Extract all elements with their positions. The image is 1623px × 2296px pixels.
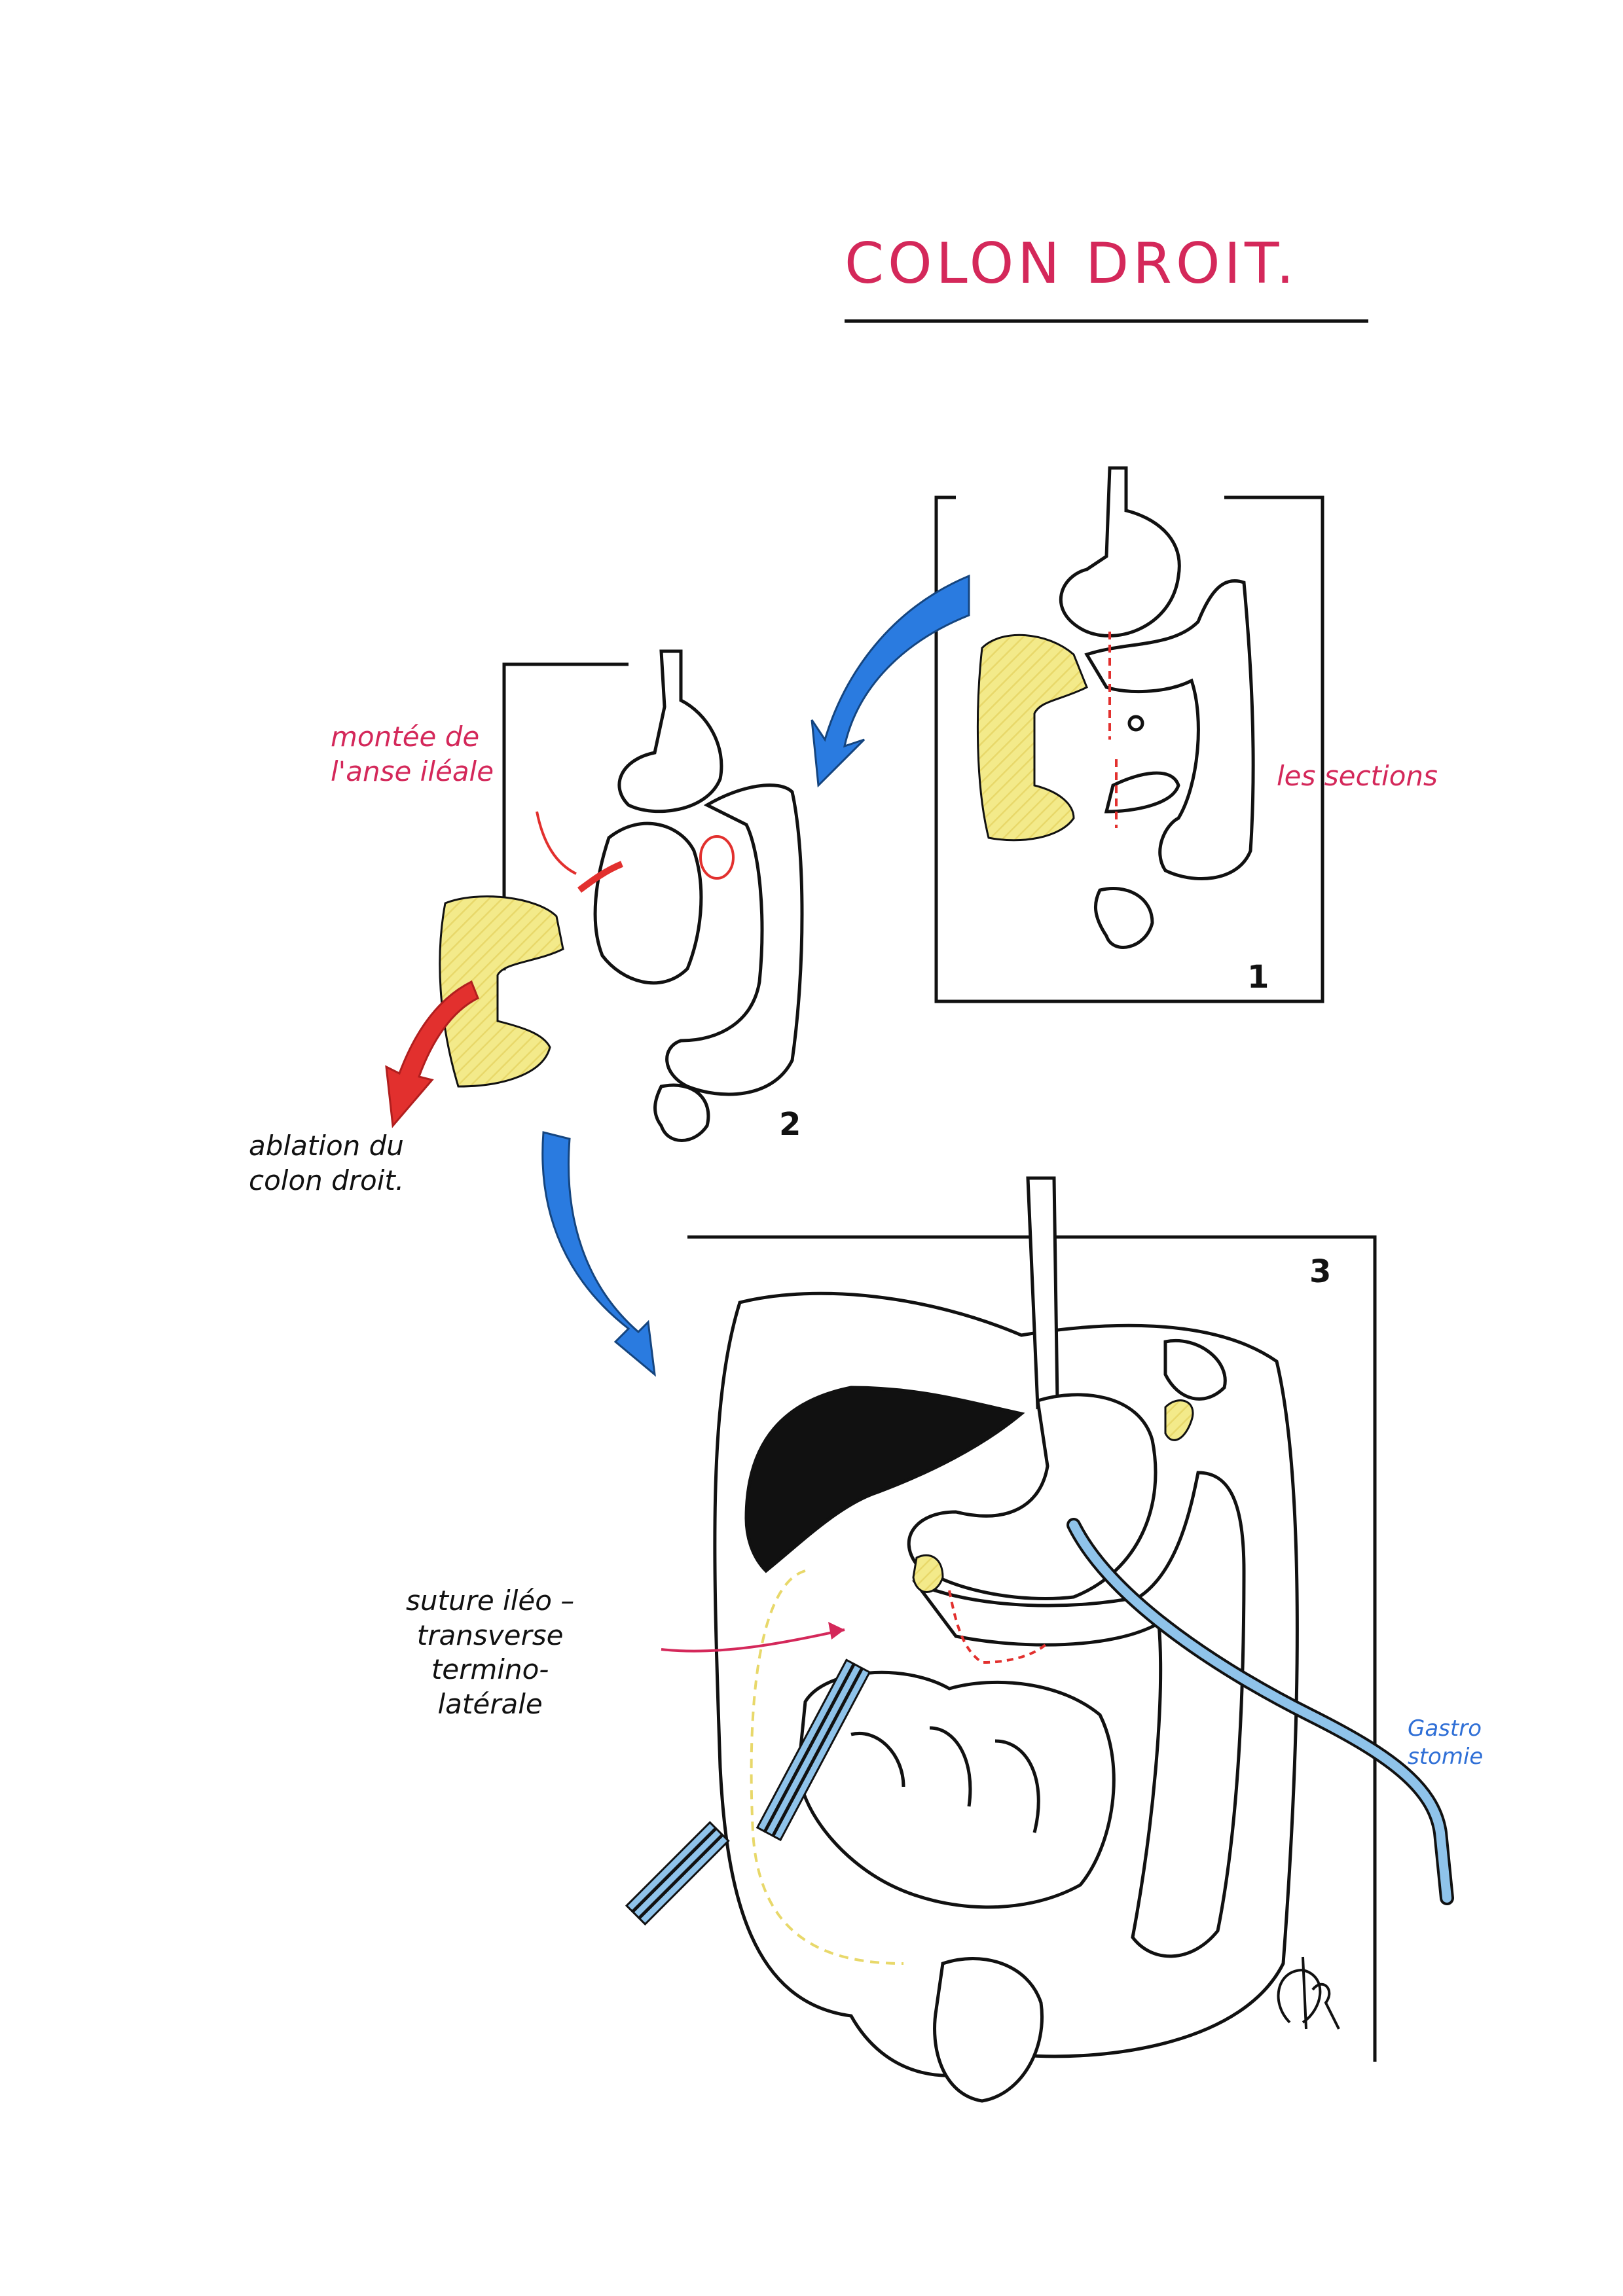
title-underline <box>845 319 1368 323</box>
small-bowel-loops <box>850 1726 1040 1833</box>
rectum <box>933 1957 1044 2103</box>
liver-edge <box>744 1386 1025 1573</box>
suture-pointer-head <box>828 1622 845 1640</box>
small-bowel <box>797 1670 1116 1909</box>
arrow-1-to-2 <box>811 574 970 788</box>
label-gastrostomie: Gastro stomie <box>1408 1715 1484 1770</box>
panel-1-section-markers <box>1108 632 1118 828</box>
drains <box>625 1659 871 1926</box>
panel-1-right-colon <box>976 634 1088 842</box>
pancreas-tail <box>1164 1399 1194 1441</box>
panel-2-small-bowel <box>593 821 703 985</box>
resection-outline <box>750 1570 904 1965</box>
suture-pointer <box>661 1628 845 1653</box>
panel-2-colon <box>665 783 804 1096</box>
panel-1-stomach <box>1059 466 1181 637</box>
label-montee-anse-ileale: montée de l'anse iléale <box>331 721 494 787</box>
panel-1 <box>934 466 1324 1003</box>
panel-1-transverse-colon <box>1084 579 1255 880</box>
ablation-arrow <box>385 980 479 1128</box>
panel-1-frame <box>934 495 1324 1003</box>
panel-2-red-arrows <box>536 811 623 893</box>
panel-3-number: 3 <box>1309 1253 1332 1290</box>
panel-2-stomach <box>617 649 723 814</box>
panel-2-ablated-colon <box>439 895 564 1088</box>
anastomosis-suture-line <box>948 1590 1049 1664</box>
transverse-and-left-colon <box>911 1471 1246 1958</box>
artist-signature <box>1277 1956 1340 2030</box>
panel-1-rectum <box>1093 886 1154 949</box>
anastomosis-site <box>912 1554 944 1593</box>
panel-1-ileum <box>1104 771 1180 814</box>
panel-2-anastomosis-marker <box>699 835 735 880</box>
panel-2-number: 2 <box>779 1106 801 1143</box>
spleen <box>1163 1339 1227 1401</box>
label-ablation-colon-droit: ablation du colon droit. <box>249 1130 405 1196</box>
panel-1-number: 1 <box>1247 959 1269 996</box>
panel-3-frame <box>687 1235 1377 2062</box>
panel-2 <box>439 649 804 1142</box>
label-suture: suture iléo – transverse termino- latéra… <box>406 1585 575 1720</box>
label-sections: les sections <box>1277 760 1438 792</box>
panel-1-dot <box>1127 715 1144 732</box>
panel-3 <box>687 1176 1377 2103</box>
gastrostomy-tube <box>1069 1520 1451 1903</box>
panel-2-rectum <box>653 1083 710 1142</box>
page-title: COLON DROIT. <box>845 231 1298 296</box>
arrow-2-to-3 <box>541 1131 656 1377</box>
